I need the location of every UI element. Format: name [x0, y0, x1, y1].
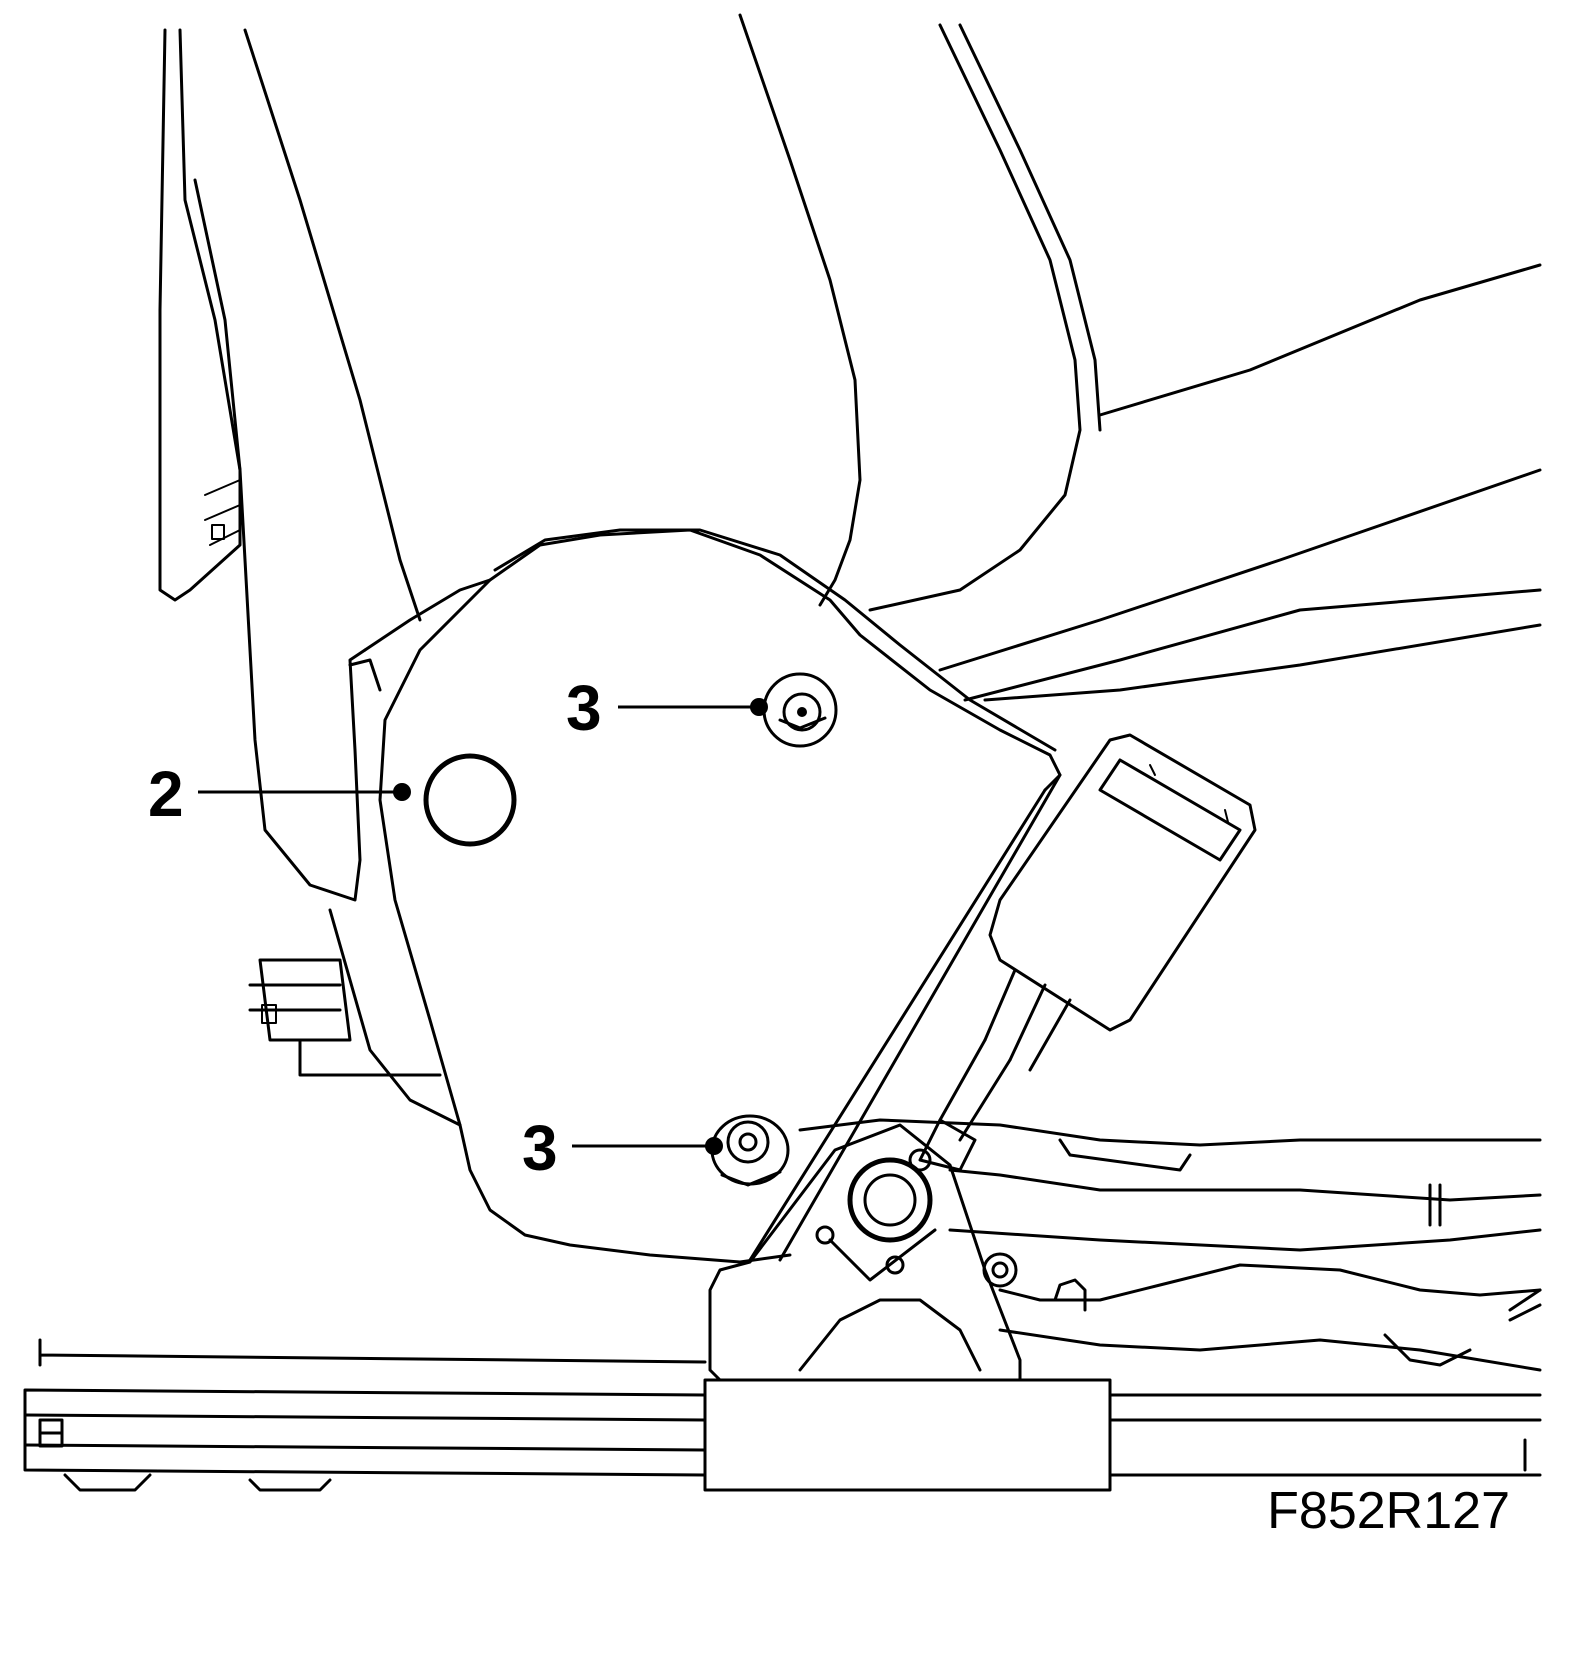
leader-3-upper-dot: [750, 698, 768, 716]
seat-backrest: [158, 28, 422, 902]
seat-frame-lower: [798, 1118, 1542, 1372]
seat-rails: [23, 958, 1542, 1492]
figure-id: F852R127: [1267, 1482, 1510, 1540]
upper-bolt: [762, 672, 838, 748]
seatbelt-buckle: [918, 733, 1257, 1172]
callout-2-label: 2: [148, 758, 184, 830]
leader-3-lower-dot: [705, 1137, 723, 1155]
side-cover-panel: [328, 528, 1062, 1264]
lower-bolt: [710, 1114, 790, 1187]
callout-leaders: [198, 698, 768, 1155]
recliner-knob: [423, 753, 517, 847]
callout-3-lower-label: 3: [522, 1112, 558, 1184]
callout-3-upper-label: 3: [566, 672, 602, 744]
leader-2-dot: [393, 783, 411, 801]
belt-anchor-bracket: [708, 773, 1062, 1382]
seat-cushion: [738, 13, 1542, 702]
